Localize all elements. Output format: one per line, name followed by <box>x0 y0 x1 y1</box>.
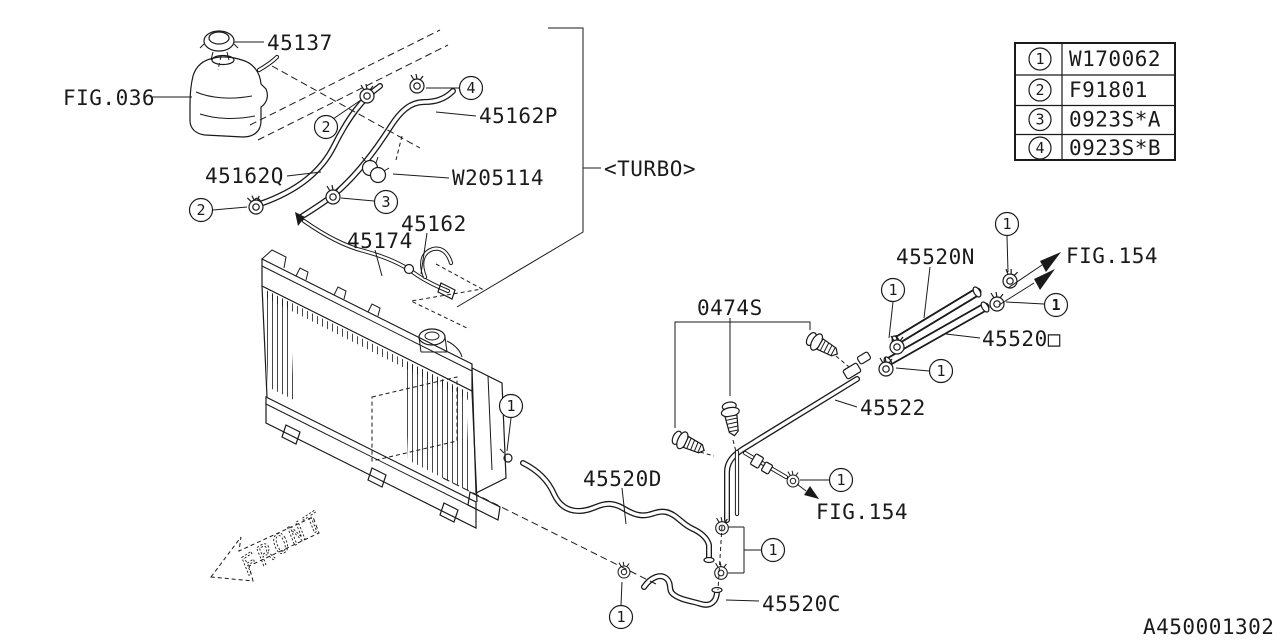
legend-row: 3 0923S*A <box>1028 108 1161 132</box>
callout-markers: 2 2 3 4 1 1 1 1 1 1 1 1 <box>188 75 1069 630</box>
clamp-icons-group <box>245 73 1020 580</box>
label-45520c: 45520C <box>762 592 841 616</box>
label-fig036: FIG.036 <box>63 86 155 110</box>
svg-text:3: 3 <box>381 193 390 211</box>
spring-clamp-icon <box>361 156 390 184</box>
hose-clamp-icon <box>714 561 728 580</box>
callout-1: 1 <box>994 211 1020 237</box>
callout-2: 2 <box>313 114 339 140</box>
label-45162q: 45162Q <box>205 164 284 188</box>
callout-1: 1 <box>498 393 524 419</box>
label-45162: 45162 <box>401 212 467 236</box>
radiator-drawing <box>261 249 513 529</box>
drawing-code: A450001302 <box>1143 615 1274 639</box>
hose-clamp-icon <box>878 356 894 377</box>
lower-hose-group <box>520 286 990 608</box>
fig154-top-arrows <box>998 252 1061 306</box>
legend-row: 2 F91801 <box>1028 78 1148 102</box>
hose-clamp-icon <box>409 73 425 94</box>
drain-plug <box>503 453 513 463</box>
leader-lines <box>151 41 1045 606</box>
callout-1: 1 <box>828 467 854 493</box>
bolt-label-bracket <box>674 318 811 428</box>
svg-text:2: 2 <box>196 201 205 219</box>
flange-bolt-icon <box>668 427 709 460</box>
dashed-guide-lines <box>249 29 723 591</box>
svg-text:1: 1 <box>768 541 777 559</box>
legend-code: 0923S*A <box>1069 108 1161 132</box>
label-turbo: <TURBO> <box>604 157 696 181</box>
bolt-icons-group <box>668 328 850 460</box>
part-labels: FIG.036 45137 45162Q 45162P W205114 4516… <box>63 31 1274 639</box>
front-label: FRONT <box>235 506 330 582</box>
svg-text:2: 2 <box>321 118 330 136</box>
hose-clamp-icon <box>889 334 905 355</box>
svg-text:1: 1 <box>1002 215 1011 233</box>
callout-4: 4 <box>458 75 484 101</box>
hose-clamp-icon <box>359 83 375 104</box>
flange-bolt-icon <box>719 400 744 438</box>
hose-clamp-icon <box>245 192 266 217</box>
legend-row: 1 W170062 <box>1028 47 1161 71</box>
hose-clamp-icon <box>617 561 631 579</box>
hidden-region-outline <box>371 376 458 462</box>
label-0474s: 0474S <box>697 296 763 320</box>
callout-1: 1 <box>760 537 786 563</box>
label-45520box: 45520□ <box>982 327 1061 351</box>
callout-1: 1 <box>608 604 634 630</box>
label-w205114: W205114 <box>452 166 544 190</box>
legend-table: 1 W170062 2 F91801 3 0923S*A 4 0923S*B <box>1014 42 1176 161</box>
svg-text:4: 4 <box>1035 139 1044 157</box>
legend-code: F91801 <box>1069 78 1148 102</box>
callout-1: 1 <box>1043 292 1069 318</box>
hose-clamp-icon <box>989 291 1005 312</box>
svg-text:1: 1 <box>616 608 625 626</box>
svg-text:1: 1 <box>836 471 845 489</box>
svg-text:1: 1 <box>1035 50 1044 68</box>
callout-2: 2 <box>188 197 214 223</box>
flange-bolt-icon <box>802 328 843 363</box>
reservoir-cap-drawing <box>199 30 239 61</box>
hose-clamp-icon <box>325 184 341 205</box>
radiator-core-fins <box>404 360 470 492</box>
radiator-left-fins <box>264 290 294 400</box>
label-45162p: 45162P <box>479 104 558 128</box>
callout-1: 1 <box>880 277 906 303</box>
svg-text:1: 1 <box>936 362 945 380</box>
reservoir-tank-drawing <box>189 30 280 138</box>
svg-text:4: 4 <box>466 79 475 97</box>
front-direction-arrow: FRONT <box>210 505 330 582</box>
callout-3: 3 <box>373 189 399 215</box>
svg-text:1: 1 <box>506 397 515 415</box>
legend-code: 0923S*B <box>1069 136 1161 160</box>
filler-neck <box>418 328 446 346</box>
pipe-joint <box>842 362 862 380</box>
svg-text:1: 1 <box>888 281 897 299</box>
legend-code: W170062 <box>1069 47 1161 71</box>
callout-1: 1 <box>928 358 954 384</box>
label-fig154-bottom: FIG.154 <box>816 500 908 524</box>
svg-text:3: 3 <box>1035 111 1044 129</box>
legend-row: 4 0923S*B <box>1028 136 1161 160</box>
label-45174: 45174 <box>347 229 413 253</box>
front-arrow-icon <box>210 516 320 582</box>
label-45522: 45522 <box>860 396 926 420</box>
label-45520n: 45520N <box>896 245 975 269</box>
turbo-bracket <box>456 27 601 308</box>
svg-text:2: 2 <box>1035 81 1044 99</box>
svg-text:1: 1 <box>1051 296 1060 314</box>
hose-clamp-icon <box>715 516 729 535</box>
label-fig154-top: FIG.154 <box>1066 244 1158 268</box>
label-45137: 45137 <box>267 31 333 55</box>
label-45520d: 45520D <box>583 467 662 491</box>
fig154-bottom-arrow <box>796 483 819 499</box>
